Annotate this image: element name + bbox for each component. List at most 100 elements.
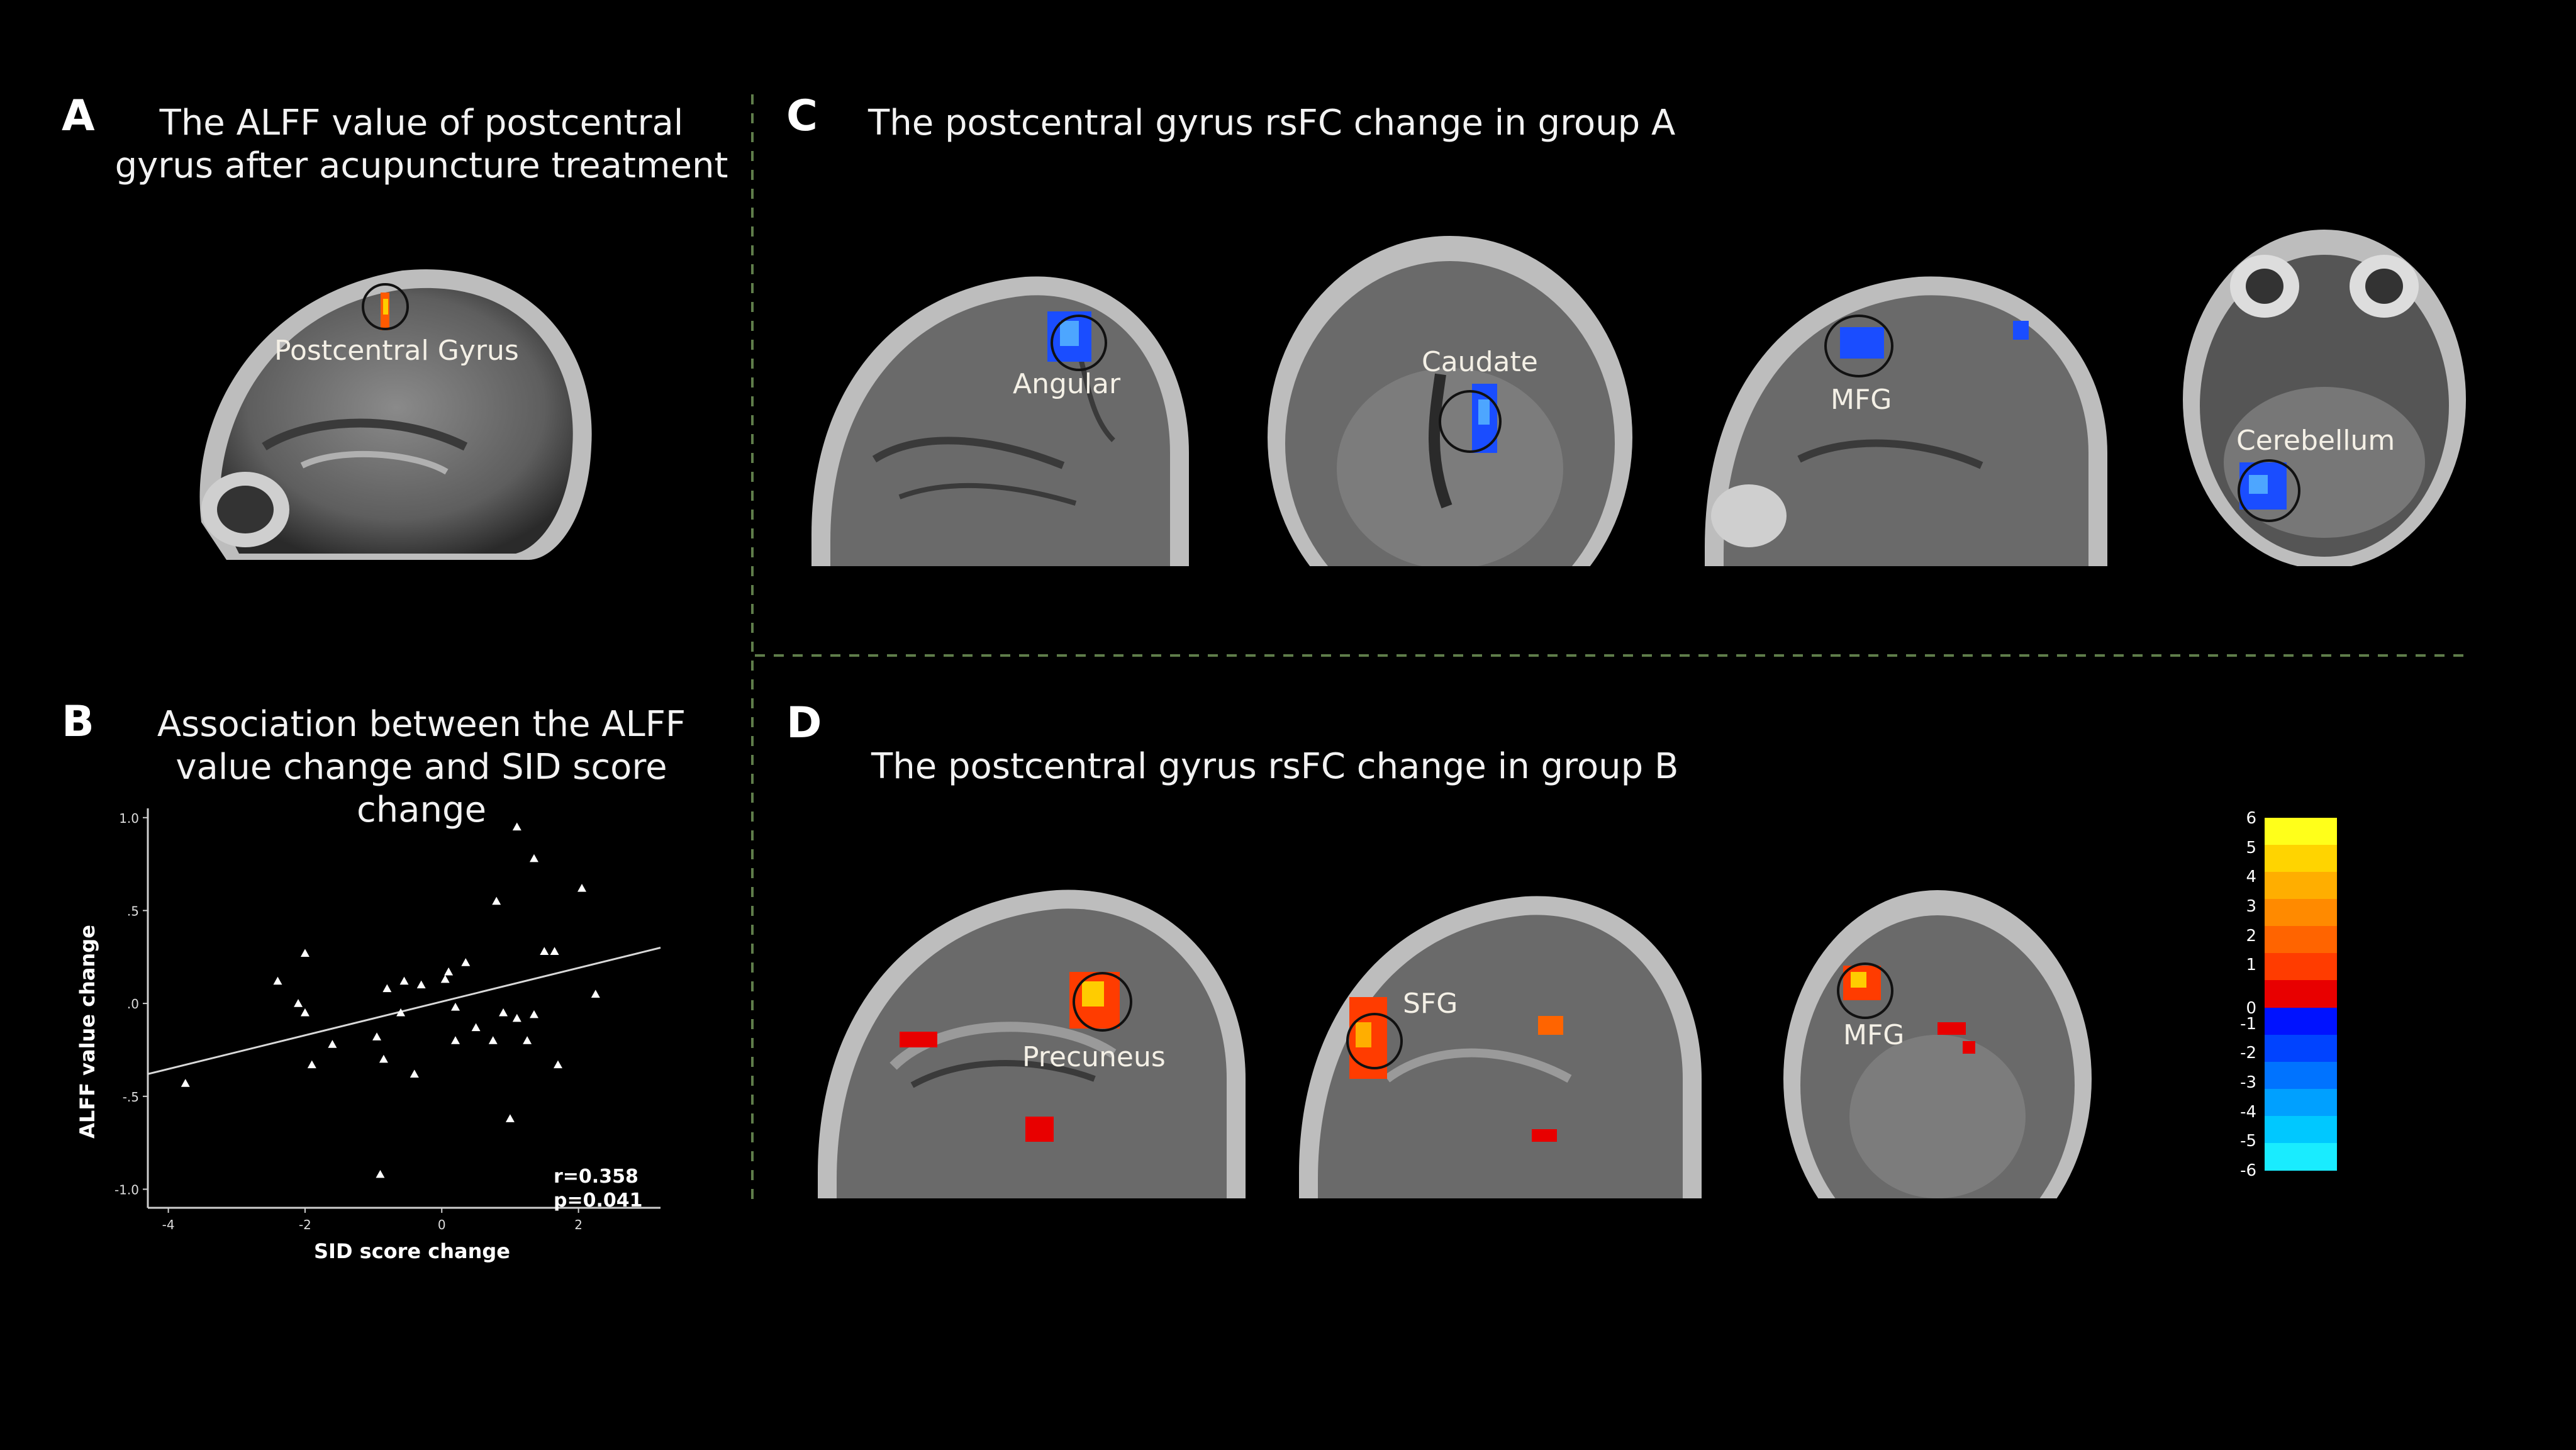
roi-label-postcentral-gyrus: Postcentral Gyrus [274, 335, 519, 367]
scatter-point [512, 1013, 521, 1022]
color-scale-swatch [2265, 899, 2337, 927]
roi-circle-postcentral [362, 283, 409, 330]
scatter-point [410, 1069, 419, 1078]
color-scale-tick-label: -2 [2240, 1044, 2256, 1063]
panel-b-title-line2: value change and SID score change [176, 747, 667, 830]
brain-axial-c4: Cerebellum [2177, 211, 2472, 566]
roi-circle-angular [1051, 315, 1107, 371]
panel-a-title: The ALFF value of postcentral gyrus afte… [113, 102, 730, 187]
scatter-point [550, 947, 559, 956]
panel-a-title-line1: The ALFF value of postcentral [159, 103, 684, 143]
color-scale-tick-label: 5 [2246, 838, 2256, 857]
roi-circle-mfg-c [1824, 315, 1893, 377]
color-scale-tick-label: -1 [2240, 1014, 2256, 1034]
scatter-points [181, 822, 600, 1178]
color-scale-tick-label: 1 [2246, 956, 2256, 975]
scatter-point [307, 1060, 316, 1069]
brain-sagittal-d2: SFG [1299, 878, 1702, 1198]
color-scale-swatch [2265, 872, 2337, 900]
y-tick-label: -1.0 [114, 1182, 139, 1197]
scatter-point [529, 854, 538, 862]
fit-line-group [147, 947, 661, 1075]
roi-label-angular: Angular [1013, 368, 1121, 400]
roi-circle-caudate [1439, 390, 1502, 453]
color-scale-tick-label: 2 [2246, 926, 2256, 945]
color-scale-tick-label: 6 [2246, 809, 2256, 828]
color-scale-tick-label: 4 [2246, 867, 2256, 887]
scatter-point [577, 884, 587, 892]
roi-label-sfg: SFG [1403, 988, 1458, 1020]
scatter-point [382, 984, 392, 993]
panel-c-title: The postcentral gyrus rsFC change in gro… [868, 103, 1676, 143]
scatter-point [440, 974, 450, 983]
panel-letter-a: A [62, 91, 95, 141]
scatter-point [591, 990, 600, 998]
roi-label-caudate: Caudate [1422, 346, 1538, 378]
x-tick-label: 2 [574, 1217, 583, 1232]
color-scale-tick-label: -6 [2240, 1161, 2256, 1180]
scatter-point [372, 1032, 382, 1040]
brain-coronal-d3: MFG [1780, 878, 2095, 1198]
panel-a-title-line2: gyrus after acupuncture treatment [114, 145, 728, 186]
color-scale-swatch [2265, 1142, 2337, 1171]
panel-b-title: Association between the ALFF value chang… [113, 703, 730, 832]
color-scale-tick-label: -5 [2240, 1132, 2256, 1151]
color-scale-swatch [2265, 1034, 2337, 1062]
scatter-point [181, 1079, 190, 1087]
y-tick-label: .0 [127, 996, 139, 1012]
scatter-point [416, 980, 426, 989]
x-tick-label: -4 [162, 1217, 175, 1232]
color-scale-swatch [2265, 1088, 2337, 1117]
scatter-point [396, 1008, 406, 1017]
scatter-point [461, 958, 471, 966]
scatter-point [300, 949, 309, 957]
y-axis-label: ALFF value change [75, 925, 99, 1139]
brain-sagittal-c1: Angular [811, 252, 1189, 566]
brain-sagittal-c3: MFG [1705, 252, 2107, 566]
roi-label-precuneus: Precuneus [1022, 1041, 1166, 1073]
color-scale-tick-label: -3 [2240, 1073, 2256, 1092]
regression-line [147, 947, 661, 1075]
scatter-point [328, 1040, 337, 1048]
scatter-point [499, 1008, 508, 1017]
brain-coronal-c2: Caudate [1264, 230, 1636, 566]
brain-sagittal-d1: Precuneus [818, 878, 1246, 1198]
panel-d-title: The postcentral gyrus rsFC change in gro… [871, 746, 1679, 787]
scatter-point [444, 967, 454, 976]
scatter-point [379, 1054, 388, 1063]
color-scale-swatch [2265, 818, 2337, 846]
panel-letter-b: B [62, 697, 94, 747]
roi-label-mfg-d: MFG [1843, 1019, 1905, 1051]
roi-circle-precuneus [1073, 972, 1132, 1032]
scatter-point [512, 822, 521, 831]
panel-letter-d: D [786, 698, 822, 748]
color-scale-tick-label: 3 [2246, 897, 2256, 916]
color-scale-swatch [2265, 980, 2337, 1008]
panel-b-title-line1: Association between the ALFF [157, 704, 686, 745]
scatter-point [529, 1010, 538, 1018]
roi-label-cerebellum: Cerebellum [2236, 425, 2395, 457]
scatter-point [540, 947, 549, 956]
y-tick-label: .5 [127, 903, 139, 918]
color-scale-tick-label: -4 [2240, 1102, 2256, 1122]
scatter-point [399, 976, 409, 985]
scatter-point [505, 1114, 515, 1122]
color-scale-swatch [2265, 953, 2337, 981]
x-tick-label: 0 [438, 1217, 446, 1232]
scatter-point [471, 1023, 481, 1032]
roi-circle-cerebellum [2238, 459, 2300, 522]
scatter-point [300, 1008, 309, 1017]
scatter-point [273, 976, 282, 985]
color-scale-swatch [2265, 1007, 2337, 1035]
scatter-point [451, 1036, 460, 1044]
x-axis-label: SID score change [314, 1239, 510, 1263]
color-scale-tick-label: 0 [2246, 998, 2256, 1018]
roi-circle-sfg [1346, 1013, 1403, 1069]
color-scale-bar: 6 5 4 3 2 1 0-1 -2 -3 -4 -5 -6 [2211, 805, 2368, 1208]
scatter-point [554, 1060, 562, 1069]
color-scale-swatch [2265, 1115, 2337, 1144]
